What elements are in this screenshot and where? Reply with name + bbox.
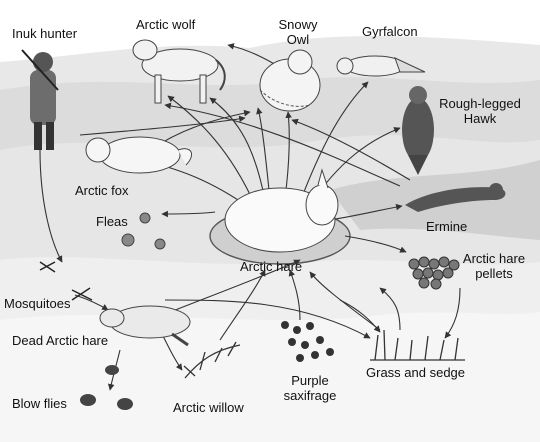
arctic-hare-figure: [224, 168, 339, 253]
label-purple-saxifrage: Purple saxifrage: [283, 373, 337, 403]
label-snowy-owl: Snowy Owl: [278, 17, 318, 47]
label-blow-flies: Blow flies: [12, 396, 67, 411]
arctic-willow-figure: [183, 341, 241, 379]
inuk-hunter-figure: [21, 49, 59, 150]
label-ermine: Ermine: [426, 219, 468, 234]
label-rough-legged-hawk: Rough-legged Hawk: [439, 96, 521, 126]
mosquitoes-figure: [39, 261, 93, 301]
label-mosquitoes: Mosquitoes: [4, 296, 71, 311]
arctic-fox-figure: [85, 136, 193, 174]
label-gyrfalcon: Gyrfalcon: [362, 24, 418, 39]
dead-arctic-hare-figure: [99, 305, 191, 347]
label-arctic-hare: Arctic hare: [240, 259, 303, 274]
label-arctic-fox: Arctic fox: [75, 183, 129, 198]
label-arctic-willow: Arctic willow: [173, 400, 244, 415]
rough-legged-hawk-figure: [402, 86, 434, 175]
label-dead-arctic-hare: Dead Arctic hare: [12, 333, 109, 348]
gyrfalcon-figure: [336, 55, 426, 77]
grass-and-sedge-figure: [370, 329, 465, 361]
purple-saxifrage-figure: [281, 321, 334, 362]
label-grass-and-sedge: Grass and sedge: [366, 365, 466, 380]
snowy-owl-figure: [259, 49, 321, 112]
ermine-figure: [405, 183, 506, 212]
label-inuk-hunter: Inuk hunter: [12, 26, 78, 41]
label-arctic-wolf: Arctic wolf: [136, 17, 196, 32]
arctic-hare-pellets-figure: [408, 256, 460, 290]
arctic-wolf-figure: [132, 39, 226, 104]
fleas-figure: [121, 212, 166, 250]
label-fleas: Fleas: [96, 214, 128, 229]
label-arctic-hare-pellets: Arctic hare pellets: [462, 251, 526, 281]
blow-flies-figure: [80, 365, 133, 410]
